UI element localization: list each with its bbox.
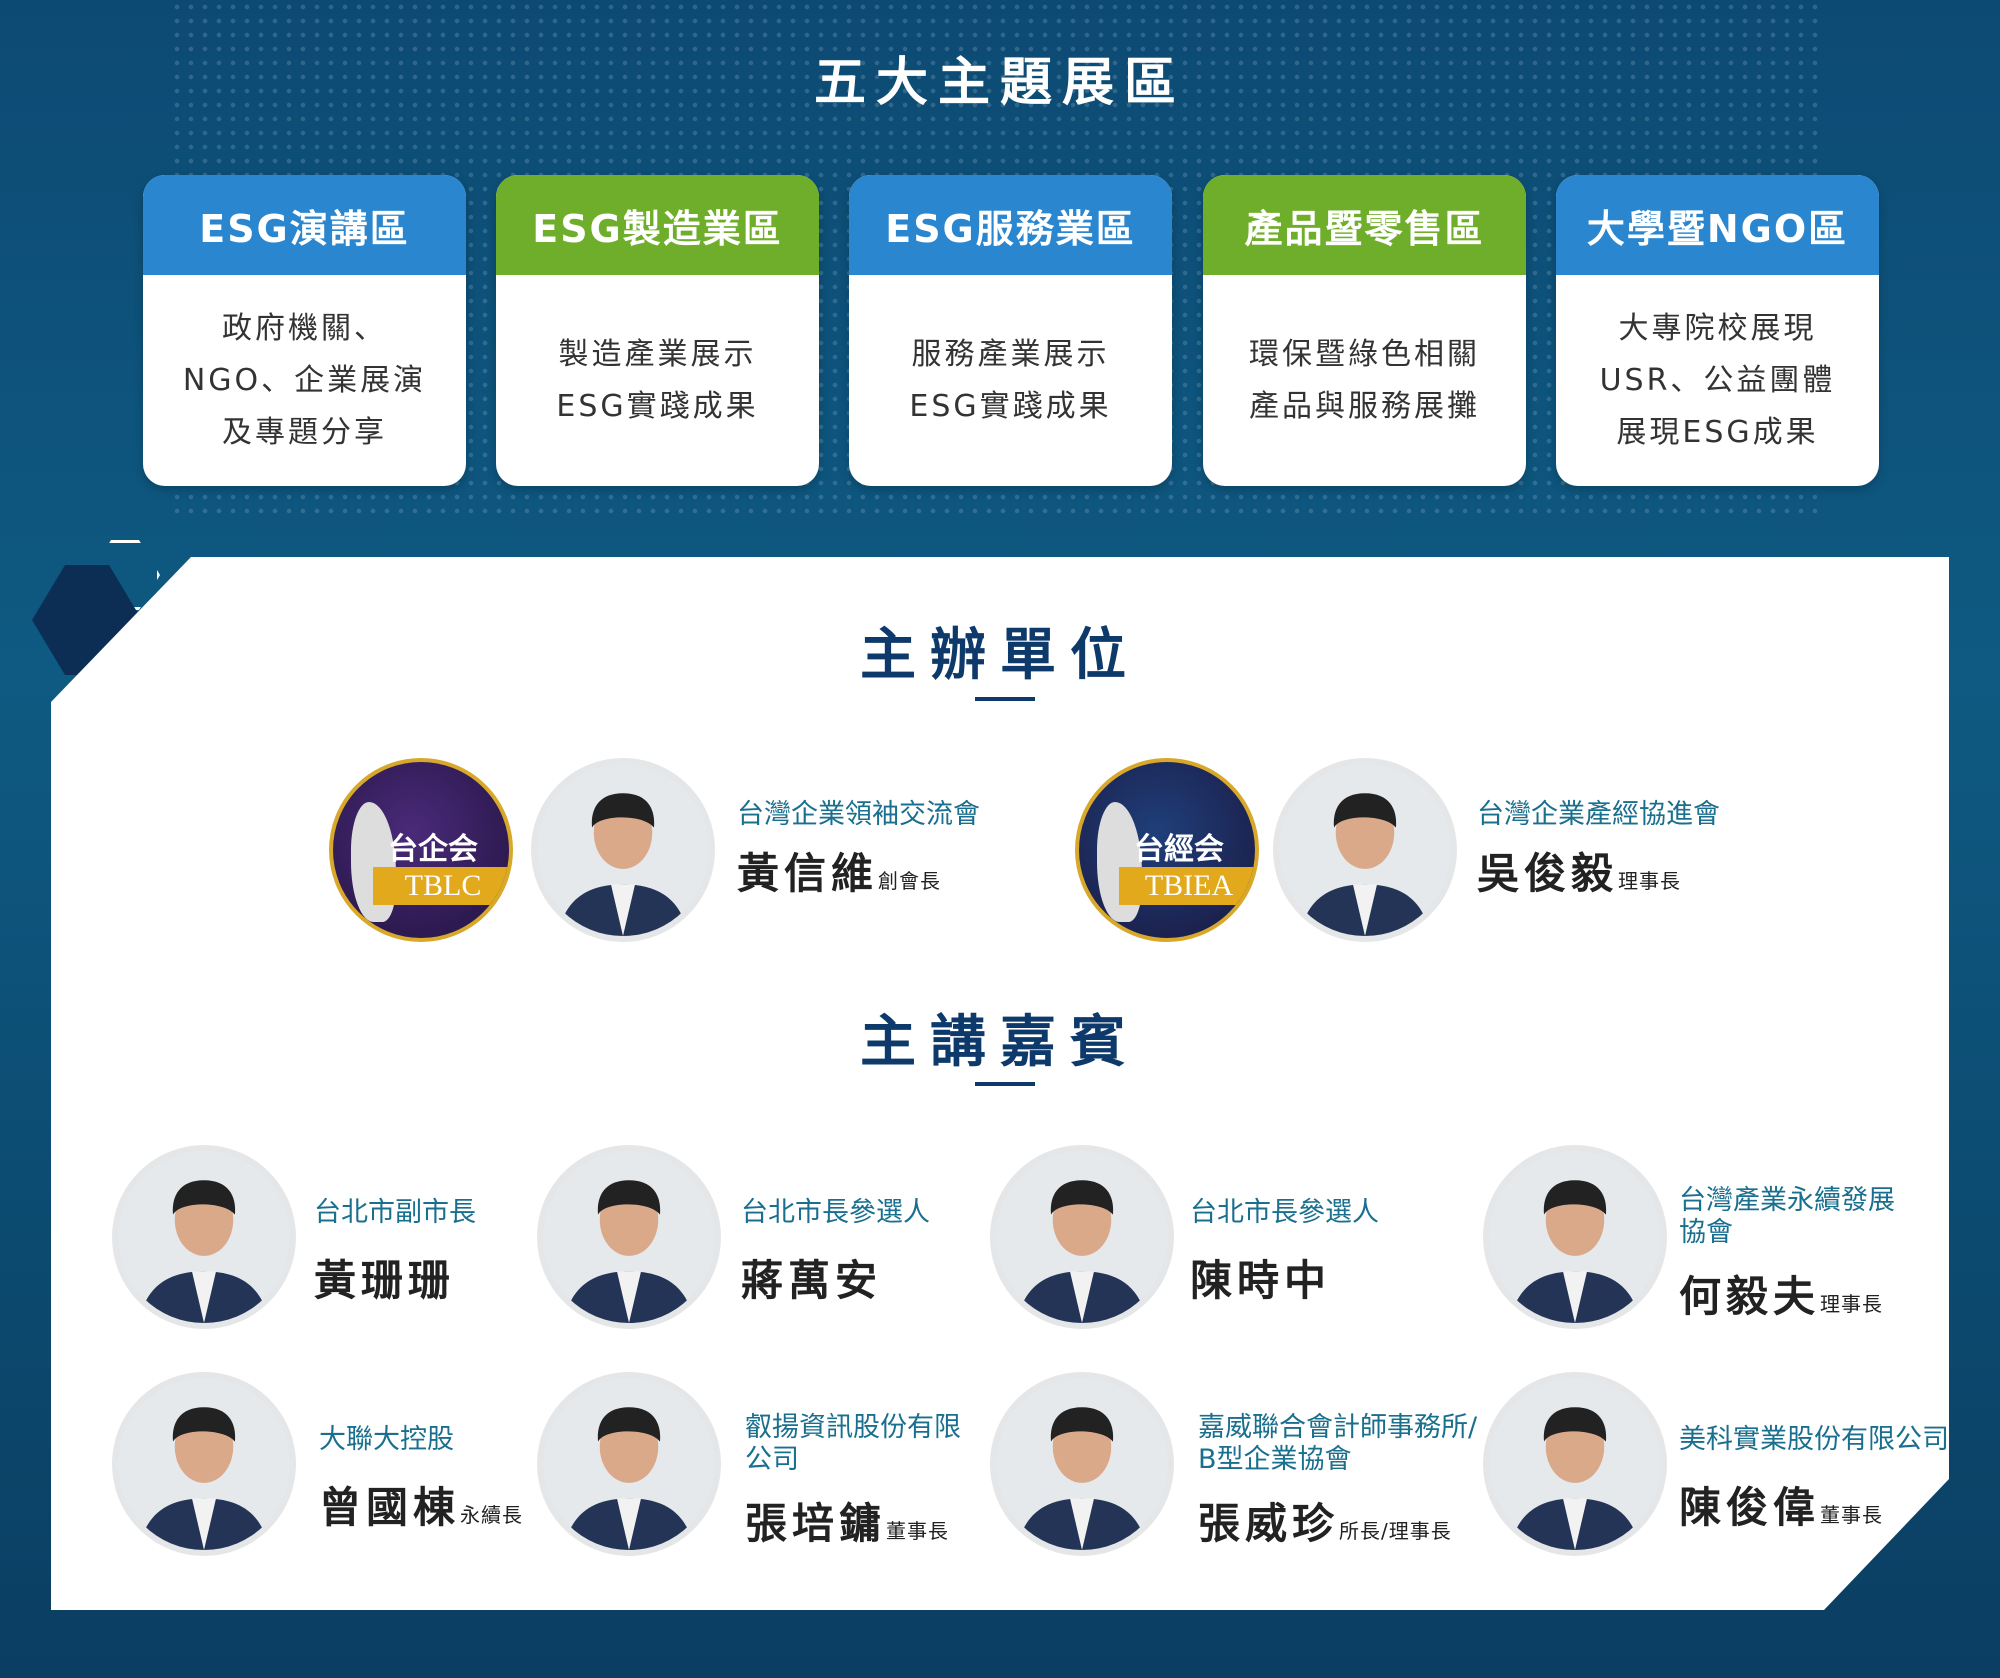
speaker-name-line: 張威珍所長/理事長: [1198, 1490, 1452, 1551]
speaker-org: 台北市副市長: [314, 1197, 476, 1228]
speaker-photo: [112, 1372, 296, 1556]
zone-card-header: ESG服務業區: [849, 175, 1172, 275]
person-photo-icon: [996, 1378, 1168, 1550]
speaker-photo: [537, 1145, 721, 1329]
organizer-org: 台灣企業產經協進會: [1477, 799, 1720, 830]
title-underline: [975, 697, 1035, 701]
zone-card: ESG演講區政府機關、 NGO、企業展演 及專題分享: [143, 175, 466, 486]
person-name: 黃信維: [737, 849, 879, 898]
person-role: 董事長: [1820, 1503, 1884, 1527]
person-role: 理事長: [1618, 869, 1682, 893]
person-name: 陳俊偉: [1679, 1483, 1821, 1532]
speaker-name-line: 何毅夫理事長: [1679, 1263, 1883, 1324]
person-name: 何毅夫: [1679, 1272, 1821, 1321]
zone-card: ESG製造業區製造產業展示 ESG實踐成果: [496, 175, 819, 486]
speaker-photo: [1483, 1372, 1667, 1556]
zone-card-body: 政府機關、 NGO、企業展演 及專題分享: [182, 310, 427, 450]
speaker-org: 美科實業股份有限公司: [1679, 1424, 1949, 1455]
speaker-photo: [990, 1372, 1174, 1556]
speaker-photo: [1483, 1145, 1667, 1329]
logo-abbrev: TBLC: [373, 867, 509, 905]
person-photo-icon: [996, 1151, 1168, 1323]
speaker-photo: [112, 1145, 296, 1329]
speaker-org: 台北市長參選人: [1190, 1197, 1379, 1228]
person-photo-icon: [543, 1151, 715, 1323]
speaker-org: 嘉威聯合會計師事務所/ B型企業協會: [1198, 1412, 1478, 1475]
speaker-name-line: 張培鏞董事長: [745, 1490, 949, 1551]
organizer-name: 吳俊毅理事長: [1477, 840, 1681, 901]
logo-text: 台經会: [1134, 832, 1224, 867]
organizers-title: 主辦單位: [860, 623, 1140, 688]
person-role: 永續長: [460, 1503, 524, 1527]
speaker-name-line: 黃珊珊: [314, 1247, 455, 1308]
organizer-photo: [1273, 758, 1457, 942]
organizer-name: 黃信維創會長: [737, 840, 941, 901]
speaker-photo: [537, 1372, 721, 1556]
zone-card-body: 製造產業展示 ESG實踐成果: [556, 336, 759, 424]
person-role: 所長/理事長: [1339, 1519, 1452, 1543]
zone-card-header: ESG製造業區: [496, 175, 819, 275]
person-role: 董事長: [886, 1519, 950, 1543]
organization-logo: 台企会 TBLC: [329, 758, 513, 942]
zone-card: 大學暨NGO區大專院校展現 USR、公益團體 展現ESG成果: [1556, 175, 1879, 486]
zone-card-body: 大專院校展現 USR、公益團體 展現ESG成果: [1599, 310, 1836, 450]
zone-card-body: 環保暨綠色相關 產品與服務展攤: [1249, 336, 1480, 424]
person-name: 吳俊毅: [1477, 849, 1619, 898]
person-photo-icon: [118, 1378, 290, 1550]
speakers-title: 主講嘉賓: [860, 1010, 1140, 1075]
logo-text: 台企会: [388, 832, 478, 867]
person-role: 理事長: [1820, 1292, 1884, 1316]
person-name: 曾國棟: [319, 1483, 461, 1532]
person-photo-icon: [543, 1378, 715, 1550]
organization-logo: 台經会 TBIEA: [1075, 758, 1259, 942]
zone-card-header: 產品暨零售區: [1203, 175, 1526, 275]
person-name: 張培鏞: [745, 1499, 887, 1548]
organizer-photo: [531, 758, 715, 942]
speaker-org: 台灣產業永續發展 協會: [1679, 1185, 1895, 1248]
zone-card: ESG服務業區服務產業展示 ESG實踐成果: [849, 175, 1172, 486]
speaker-name-line: 陳俊偉董事長: [1679, 1474, 1883, 1535]
speaker-name-line: 陳時中: [1190, 1247, 1331, 1308]
person-name: 黃珊珊: [314, 1256, 456, 1305]
person-name: 張威珍: [1198, 1499, 1340, 1548]
speaker-name-line: 曾國棟永續長: [319, 1474, 523, 1535]
zone-card-header: ESG演講區: [143, 175, 466, 275]
person-photo-icon: [537, 764, 709, 936]
title-underline: [975, 1082, 1035, 1086]
speaker-photo: [990, 1145, 1174, 1329]
person-photo-icon: [118, 1151, 290, 1323]
zone-card-body: 服務產業展示 ESG實踐成果: [909, 336, 1112, 424]
logo-abbrev: TBIEA: [1119, 867, 1255, 905]
person-photo-icon: [1279, 764, 1451, 936]
speaker-org: 叡揚資訊股份有限 公司: [745, 1412, 961, 1475]
person-photo-icon: [1489, 1151, 1661, 1323]
zones-title: 五大主題展區: [813, 53, 1186, 113]
zone-card: 產品暨零售區環保暨綠色相關 產品與服務展攤: [1203, 175, 1526, 486]
person-role: 創會長: [878, 869, 942, 893]
zone-card-header: 大學暨NGO區: [1556, 175, 1879, 275]
person-photo-icon: [1489, 1378, 1661, 1550]
organizer-org: 台灣企業領袖交流會: [737, 799, 980, 830]
speaker-org: 大聯大控股: [319, 1424, 454, 1455]
person-name: 陳時中: [1190, 1256, 1332, 1305]
speaker-name-line: 蔣萬安: [741, 1247, 882, 1308]
person-name: 蔣萬安: [741, 1256, 883, 1305]
speaker-org: 台北市長參選人: [741, 1197, 930, 1228]
